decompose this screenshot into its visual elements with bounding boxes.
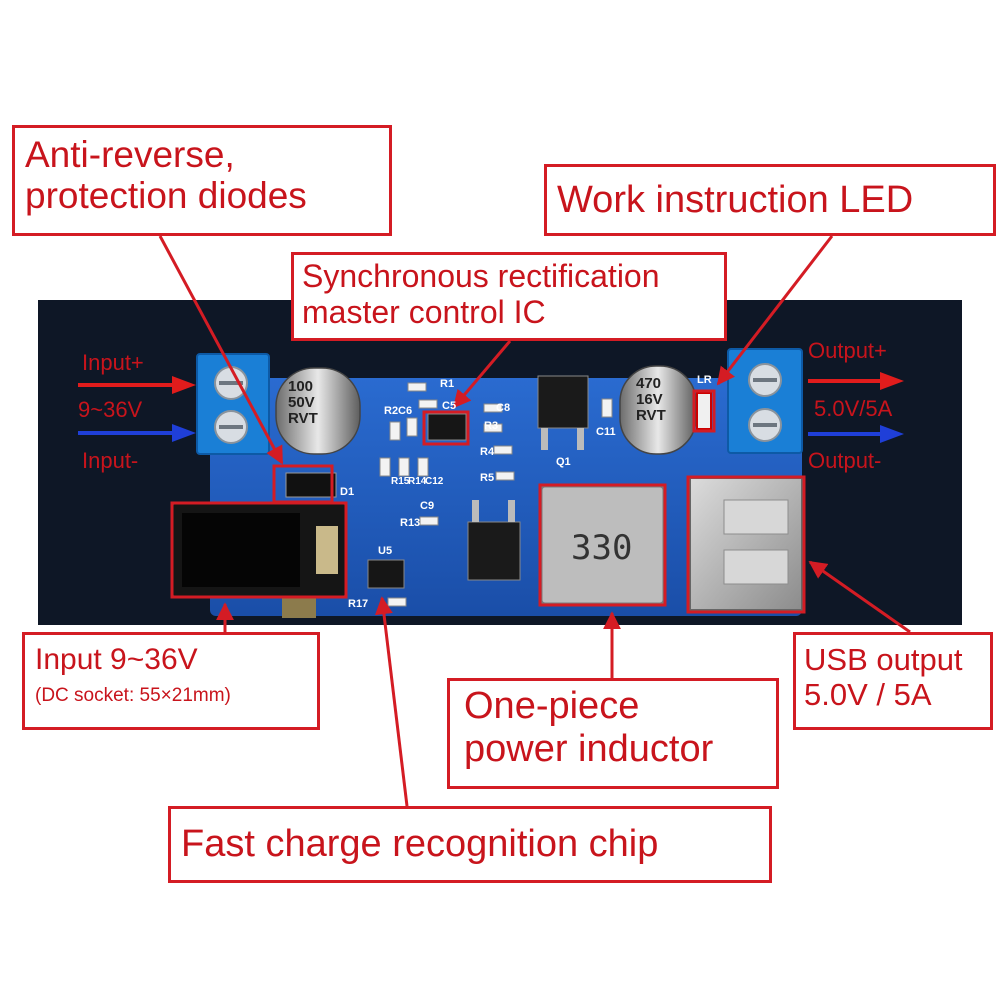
input-plus-arrow bbox=[78, 376, 196, 394]
output-plus-arrow bbox=[808, 372, 904, 390]
cap-right-marking: 470 16V RVT bbox=[636, 376, 680, 424]
output-minus-label: Output- bbox=[808, 448, 882, 473]
output-minus-arrow bbox=[808, 425, 904, 443]
callout-usb-output-line1: USB output bbox=[804, 642, 963, 677]
capacitor-left bbox=[275, 367, 361, 455]
cap-right-line2: 16V bbox=[636, 391, 663, 408]
callout-input-power-line2: (DC socket: 55×21mm) bbox=[35, 684, 231, 706]
leader-lines bbox=[158, 235, 911, 807]
callout-sync-ic: Synchronous rectification master control… bbox=[291, 252, 727, 341]
work-led bbox=[696, 392, 712, 430]
usb-port bbox=[689, 477, 803, 611]
mosfet-top bbox=[537, 375, 589, 450]
input-terminal-block bbox=[196, 353, 270, 455]
callout-fast-charge: Fast charge recognition chip bbox=[168, 806, 772, 883]
silk-r4: R4 bbox=[480, 446, 495, 458]
silk-d1: D1 bbox=[340, 486, 355, 498]
callout-anti-reverse-line2: protection diodes bbox=[25, 175, 307, 217]
callout-inductor-line1: One-piece bbox=[464, 685, 640, 727]
smd-components bbox=[379, 382, 613, 607]
cap-left-line2: 50V bbox=[288, 394, 315, 411]
fast-charge-chip bbox=[367, 559, 405, 589]
silk-c6: C6 bbox=[398, 405, 413, 417]
silk-c5: C5 bbox=[442, 400, 457, 412]
leader-anti-reverse bbox=[158, 235, 284, 465]
output-voltage-label: 5.0V/5A bbox=[814, 396, 893, 421]
cap-right-line1: 470 bbox=[636, 375, 662, 392]
silk-c12: C12 bbox=[425, 476, 444, 487]
input-minus-arrow bbox=[78, 424, 196, 442]
diode-d1 bbox=[285, 472, 337, 498]
highlight-inductor bbox=[538, 483, 667, 607]
callout-work-led-text: Work instruction LED bbox=[557, 179, 914, 221]
callout-sync-ic-line1: Synchronous rectification bbox=[302, 258, 660, 294]
input-minus-label: Input- bbox=[82, 448, 139, 473]
silk-r2: R2 bbox=[384, 405, 399, 417]
silk-u5: U5 bbox=[378, 545, 393, 557]
callout-usb-output-line2: 5.0V / 5A bbox=[804, 676, 932, 712]
leader-usb bbox=[808, 560, 911, 634]
silk-r17: R17 bbox=[348, 598, 369, 610]
silk-r14: R14 bbox=[408, 476, 427, 487]
highlight-led bbox=[692, 389, 716, 433]
leader-fast-charge bbox=[374, 596, 409, 807]
sync-ic-chip bbox=[427, 413, 467, 441]
output-plus-label: Output+ bbox=[808, 338, 887, 363]
highlight-dc-socket bbox=[170, 501, 348, 599]
inductor-marking: 330 bbox=[571, 528, 633, 568]
mosfet-bottom bbox=[467, 500, 521, 581]
silk-q1: Q1 bbox=[556, 456, 571, 468]
leader-sync-ic bbox=[452, 340, 512, 409]
callout-input-power-line1: Input 9~36V bbox=[35, 643, 198, 676]
highlight-sync-ic bbox=[422, 410, 470, 446]
cap-left-marking: 100 50V RVT bbox=[288, 379, 332, 427]
cap-right-line3: RVT bbox=[636, 407, 666, 424]
silk-r5: R5 bbox=[480, 472, 495, 484]
cap-left-line3: RVT bbox=[288, 410, 318, 427]
callout-inductor-line2: power inductor bbox=[464, 727, 714, 770]
callout-usb-output: USB output 5.0V / 5A bbox=[793, 632, 993, 730]
silk-c9: C9 bbox=[420, 500, 435, 512]
silk-lr: LR bbox=[697, 374, 712, 386]
silk-c11: C11 bbox=[596, 426, 616, 438]
callout-anti-reverse: Anti-reverse, protection diodes bbox=[12, 125, 392, 236]
silk-r1: R1 bbox=[440, 378, 455, 390]
callout-sync-ic-line2: master control IC bbox=[302, 293, 546, 330]
silk-c8: C8 bbox=[496, 402, 511, 414]
silk-r13: R13 bbox=[400, 517, 421, 529]
silk-r3: R3 bbox=[484, 420, 499, 432]
input-plus-label: Input+ bbox=[82, 350, 144, 375]
callout-input-power: Input 9~36V (DC socket: 55×21mm) bbox=[22, 632, 320, 730]
highlight-usb bbox=[686, 475, 806, 614]
output-terminal-block bbox=[727, 348, 803, 454]
highlight-boxes bbox=[170, 389, 806, 614]
cap-left-line1: 100 bbox=[288, 378, 314, 395]
callout-anti-reverse-line1: Anti-reverse, bbox=[25, 134, 235, 175]
callout-fast-charge-text: Fast charge recognition chip bbox=[181, 823, 659, 865]
callout-inductor: One-piece power inductor bbox=[447, 678, 779, 789]
leader-work-led bbox=[716, 235, 834, 386]
callout-work-led: Work instruction LED bbox=[544, 164, 996, 236]
input-voltage-label: 9~36V bbox=[78, 397, 143, 422]
silk-r15: R15 bbox=[391, 476, 410, 487]
